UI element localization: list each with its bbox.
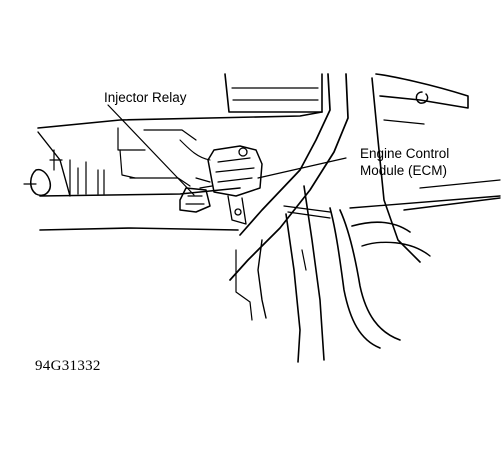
figure-id: 94G31332 bbox=[35, 358, 101, 374]
leader-lines bbox=[107, 104, 347, 196]
firewall bbox=[37, 111, 323, 231]
injector-relay-label: Injector Relay bbox=[104, 90, 187, 105]
ecm-label-line1: Engine Control bbox=[360, 146, 450, 161]
ecm-label-line2: Module (ECM) bbox=[360, 163, 448, 178]
left-component bbox=[23, 149, 63, 196]
injector-relay-leader bbox=[107, 104, 195, 196]
upper-panel bbox=[224, 73, 323, 113]
door-frame bbox=[229, 73, 501, 363]
relay-ecm-assembly bbox=[179, 145, 263, 225]
right-pillar bbox=[375, 73, 469, 125]
ecm-leader bbox=[257, 157, 347, 179]
